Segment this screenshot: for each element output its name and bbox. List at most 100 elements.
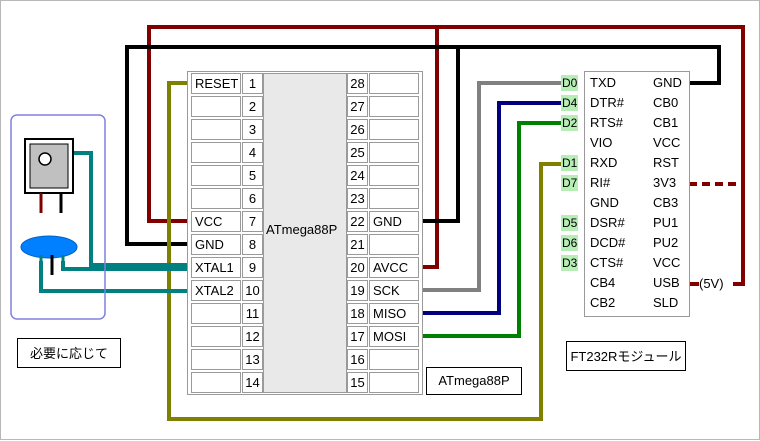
mcu-pin-label — [191, 119, 241, 140]
mcu-pin-number: 8 — [242, 234, 263, 255]
ft232r-pin-right: CB3 — [653, 195, 679, 210]
mcu-pin-label — [191, 326, 241, 347]
ft232r-pin-right: VCC — [653, 135, 681, 150]
mcu-pin-label — [191, 188, 241, 209]
mcu-pin-number: 18 — [347, 303, 368, 324]
usb-voltage-note: (5V) — [699, 276, 724, 291]
mcu-pin-number: 27 — [347, 96, 368, 117]
mcu-pin-number: 4 — [242, 142, 263, 163]
ft232r-pin-left: DCD# — [590, 235, 626, 250]
mcu-pin-number: 23 — [347, 188, 368, 209]
ft232r-dbit-tag: D7 — [561, 175, 579, 191]
mcu-pin-label — [369, 188, 419, 209]
ft232r-dbit-tag: D1 — [561, 155, 579, 171]
mcu-pin-label — [369, 165, 419, 186]
wire-avcc — [419, 27, 439, 269]
ft232r-pin-left: DSR# — [590, 215, 625, 230]
ft232r-pin-right: SLD — [653, 295, 679, 310]
wire-gnd-left — [125, 45, 721, 246]
mcu-pin-label — [369, 349, 419, 370]
mcu-pin-label — [191, 142, 241, 163]
mcu-pin-label: VCC — [191, 211, 241, 232]
ft232r-pin-right: PU1 — [653, 215, 679, 230]
mcu-pin-label — [191, 303, 241, 324]
mcu-pin-number: 3 — [242, 119, 263, 140]
mcu-pin-label: GND — [191, 234, 241, 255]
mcu-body — [263, 73, 347, 393]
mcu-pin-label: RESET — [191, 73, 241, 94]
ft232r-pin-left: CTS# — [590, 255, 624, 270]
mcu-caption: ATmega88P — [426, 367, 522, 395]
mcu-pin-number: 6 — [242, 188, 263, 209]
wire-xtal1-a — [73, 151, 191, 267]
mcu-pin-label: SCK — [369, 280, 419, 301]
mcu-pin-number: 17 — [347, 326, 368, 347]
ft232r-pin-left: TXD — [590, 75, 616, 90]
mcu-pin-number: 22 — [347, 211, 368, 232]
mcu-pin-number: 28 — [347, 73, 368, 94]
mcu-pin-number: 9 — [242, 257, 263, 278]
mcu-pin-number: 20 — [347, 257, 368, 278]
ft232r-pin-right: USB — [653, 275, 680, 290]
ft232r-pin-left: RI# — [590, 175, 611, 190]
ft232r-pin-right: 3V3 — [653, 175, 677, 190]
wire-mosi — [419, 121, 561, 338]
ft232r-pin-left: RTS# — [590, 115, 623, 130]
mcu-pin-number: 16 — [347, 349, 368, 370]
ft232r-dbit-tag: D0 — [561, 75, 579, 91]
ft232r-outline — [584, 71, 690, 317]
ft232r-dbit-tag: D4 — [561, 95, 579, 111]
ft232r-pin-right: GND — [653, 75, 682, 90]
ft232r-pin-right: CB0 — [653, 95, 679, 110]
mcu-name: ATmega88P — [266, 222, 338, 237]
oscillator-hole — [38, 152, 52, 166]
mcu-pin-label — [369, 372, 419, 393]
mcu-pin-number: 14 — [242, 372, 263, 393]
ft232r-pin-left: VIO — [590, 135, 613, 150]
mcu-pin-number: 24 — [347, 165, 368, 186]
mcu-pin-label — [191, 96, 241, 117]
mcu-pin-number: 19 — [347, 280, 368, 301]
ft232r-pin-right: RST — [653, 155, 679, 170]
mcu-pin-label — [369, 96, 419, 117]
ft232r-pin-right: VCC — [653, 255, 681, 270]
mcu-pin-number: 10 — [242, 280, 263, 301]
mcu-pin-label: MISO — [369, 303, 419, 324]
mcu-pin-number: 25 — [347, 142, 368, 163]
ft232r-pin-left: CB4 — [590, 275, 616, 290]
mcu-pin-number: 2 — [242, 96, 263, 117]
mcu-pin-number: 7 — [242, 211, 263, 232]
wire-vcc — [147, 25, 745, 286]
wire-sck — [419, 81, 561, 292]
ft232r-pin-right: PU2 — [653, 235, 679, 250]
mcu-pin-number: 13 — [242, 349, 263, 370]
wire-reset — [167, 81, 561, 421]
mcu-pin-label: XTAL2 — [191, 280, 241, 301]
crystal-group-border — [10, 114, 106, 320]
mcu-pin-label — [191, 349, 241, 370]
mcu-pin-label — [369, 119, 419, 140]
mcu-pin-number: 26 — [347, 119, 368, 140]
mcu-pin-number: 5 — [242, 165, 263, 186]
mcu-pin-label: XTAL1 — [191, 257, 241, 278]
mcu-pin-number: 15 — [347, 372, 368, 393]
mcu-pin-label — [369, 234, 419, 255]
ft232r-dbit-tag: D3 — [561, 255, 579, 271]
mcu-pin-number: 1 — [242, 73, 263, 94]
mcu-pin-number: 11 — [242, 303, 263, 324]
ft232r-dbit-tag: D2 — [561, 115, 579, 131]
mcu-pin-label — [369, 73, 419, 94]
ft232r-dbit-tag: D5 — [561, 215, 579, 231]
wire-miso — [419, 101, 561, 315]
mcu-pin-number: 12 — [242, 326, 263, 347]
ft232r-pin-left: CB2 — [590, 295, 616, 310]
ft232r-pin-right: CB1 — [653, 115, 679, 130]
mcu-pin-label — [369, 142, 419, 163]
resonator-body — [20, 235, 78, 259]
mcu-pin-number: 21 — [347, 234, 368, 255]
oscillator-face — [29, 143, 69, 189]
mcu-pin-label — [191, 372, 241, 393]
mcu-pin-label: GND — [369, 211, 419, 232]
ft232r-caption: FT232Rモジュール — [566, 341, 686, 371]
